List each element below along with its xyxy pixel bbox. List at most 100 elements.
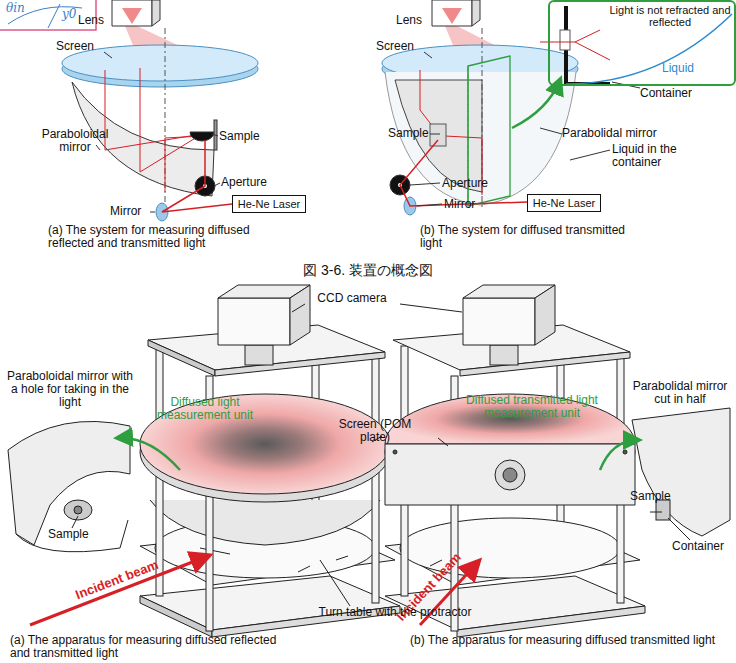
drawing-rect <box>656 500 670 520</box>
angle-symbol: θin <box>6 2 46 15</box>
drawing-polygon <box>442 8 462 24</box>
part-label: Sample <box>219 130 269 143</box>
system-b-drawing <box>382 0 732 215</box>
drawing-path <box>118 438 180 470</box>
part-label: Mirror <box>444 198 494 211</box>
drawing-polygon <box>535 285 555 345</box>
drawing-polygon <box>472 0 480 26</box>
drawing-polygon <box>218 298 290 345</box>
part-label: Sample <box>48 528 98 541</box>
drawing-rect <box>430 124 446 146</box>
apparatus-a-drawing <box>8 285 400 637</box>
part-label: Sample <box>630 490 680 503</box>
leader-line <box>410 183 440 185</box>
node-text: He-Ne Laser <box>233 198 305 210</box>
part-label: Mirror <box>110 205 150 218</box>
drawing-path <box>190 132 214 141</box>
drawing-polygon <box>122 8 142 24</box>
part-label: Liquid in the container <box>612 143 692 169</box>
part-label: CCD camera <box>306 292 398 305</box>
leader-line <box>438 438 448 446</box>
leader-line <box>96 145 100 150</box>
part-label: Container <box>672 540 734 553</box>
drawing-polygon <box>140 596 212 637</box>
drawing-polygon <box>385 444 635 505</box>
leader-line <box>400 304 462 312</box>
part-label: Aperture <box>221 176 281 189</box>
node-text: Light is not refracted and reflected <box>606 4 734 28</box>
drawing-polyline <box>400 140 527 206</box>
leader-line <box>72 516 78 528</box>
laser-box: He-Ne Laser <box>527 194 601 212</box>
sub-caption: (a) The system for measuring diffused re… <box>48 224 288 250</box>
unit-label: Diffused transmitted light measurement u… <box>452 394 612 420</box>
sub-caption: (b) The system for diffused transmitted … <box>420 224 650 250</box>
drawing-path <box>385 394 635 444</box>
leader-line <box>668 518 690 540</box>
leader-line <box>570 150 610 160</box>
detail-inset: Light is not refracted and reflectedLiqu… <box>548 0 736 86</box>
part-label: Turn table with the protractor <box>300 606 490 619</box>
part-label: Aperture <box>442 177 502 190</box>
part-label: Screen (POM plate) <box>330 418 420 444</box>
drawing-polyline <box>105 70 202 150</box>
drawing-circle <box>74 506 82 514</box>
drawing-polygon <box>215 352 385 376</box>
leader-line <box>48 4 60 28</box>
drawing-circle <box>623 450 627 454</box>
drawing-path <box>566 6 610 84</box>
leader-line <box>430 134 440 135</box>
drawing-path <box>298 556 348 572</box>
leader-line <box>417 204 442 206</box>
drawing-polygon <box>112 0 152 26</box>
sub-caption: (b) The apparatus for measuring diffused… <box>410 634 720 647</box>
leader-line <box>540 128 562 134</box>
drawing-rect <box>245 345 273 365</box>
sub-caption: (a) The apparatus for measuring diffused… <box>10 634 280 660</box>
drawing-polygon <box>460 352 630 376</box>
drawing-path <box>600 440 638 470</box>
leader-line <box>214 183 220 186</box>
drawing-polygon <box>148 340 215 376</box>
drawing-circle <box>495 460 525 490</box>
part-label: Screen <box>376 40 426 53</box>
drawing-circle <box>503 468 517 482</box>
drawing-polygon <box>290 285 310 345</box>
drawing-path <box>8 421 130 545</box>
drawing-path <box>16 520 128 552</box>
drawing-path <box>385 72 576 205</box>
part-label: Container <box>640 87 710 100</box>
drawing-rect <box>372 358 379 603</box>
drawing-circle <box>393 450 397 454</box>
figure-caption: 図 3-6. 装置の概念図 <box>0 262 736 278</box>
drawing-polygon <box>152 0 160 26</box>
part-label: Parabolidal mirror cut in half <box>624 380 736 406</box>
part-label: Lens <box>78 14 112 27</box>
part-label: Sample <box>388 127 433 140</box>
drawing-polygon <box>432 0 472 26</box>
part-label: Paraboloidal mirror with a hole for taki… <box>4 370 136 409</box>
system-a-drawing <box>0 0 258 221</box>
node-text: Liquid <box>662 62 712 75</box>
leader-line <box>30 556 208 625</box>
drawing-path <box>632 408 730 536</box>
drawing-polyline <box>140 68 202 172</box>
drawing-rect <box>490 345 518 365</box>
leader-line <box>150 212 155 213</box>
drawing-polygon <box>463 298 535 345</box>
drawing-polygon <box>457 606 645 637</box>
node-text: He-Ne Laser <box>528 197 600 209</box>
drawing-ellipse <box>400 518 620 578</box>
part-label: Screen <box>56 40 106 53</box>
part-label: Parabolidal mirror <box>562 127 692 140</box>
leader-line <box>104 52 112 58</box>
part-label: Paraboloidal mirror <box>40 128 110 154</box>
apparatus-b-drawing <box>372 285 730 637</box>
unit-label: Diffused light measurement unit <box>140 396 270 422</box>
drawing-path <box>200 548 230 554</box>
drawing-ellipse <box>140 394 390 494</box>
part-label: Lens <box>396 14 430 27</box>
laser-box: He-Ne Laser <box>232 195 306 213</box>
